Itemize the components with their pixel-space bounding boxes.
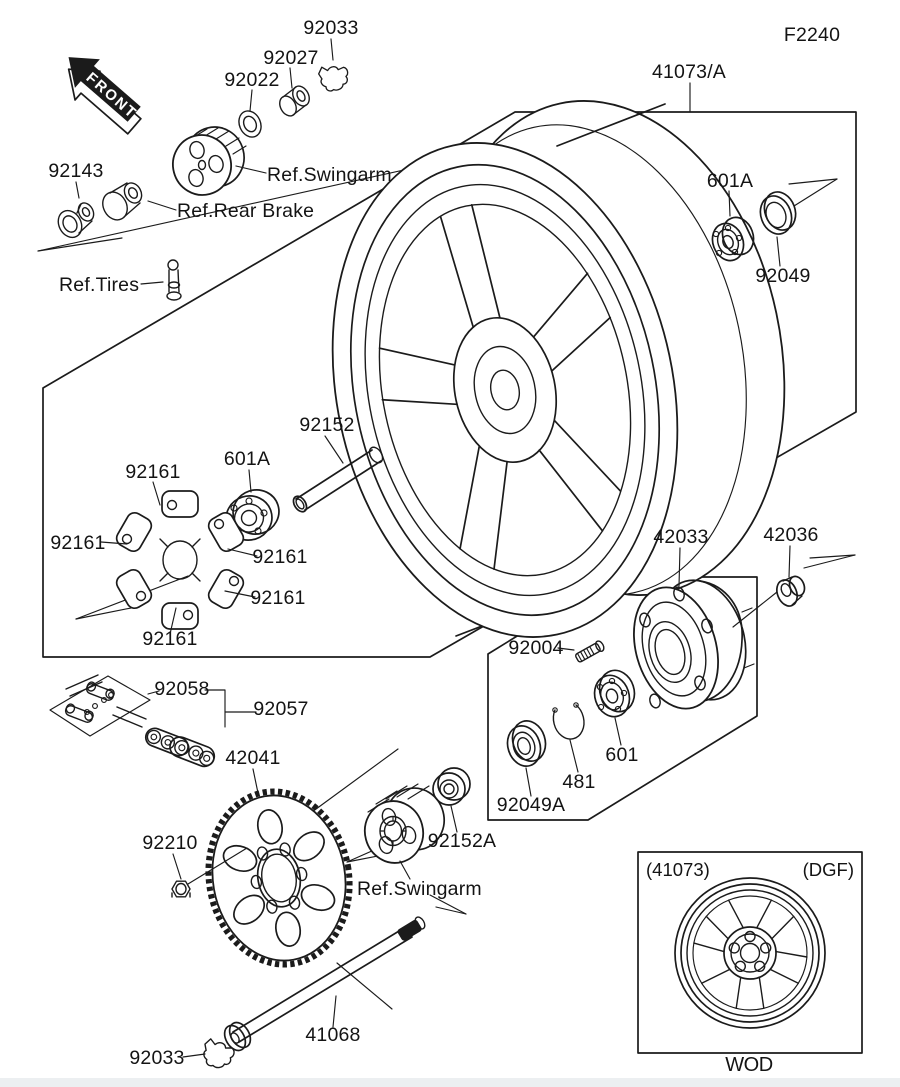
front-arrow-label: FRONT	[83, 69, 141, 122]
label-92161-bottom: 92161	[142, 628, 197, 650]
rear-wheel-drawing	[331, 100, 786, 638]
wheel-spokes	[378, 204, 622, 571]
label-42041: 42041	[225, 747, 280, 769]
part-92022-washer	[238, 110, 262, 138]
label-92161-left: 92161	[50, 532, 105, 554]
label-42036: 42036	[763, 524, 818, 546]
part-601-bearing	[593, 669, 636, 718]
wheel-group-box	[42, 111, 857, 658]
inset-model-label: (41073)	[646, 859, 710, 880]
inset-wheel-front-view	[674, 877, 826, 1029]
label-92022: 92022	[224, 69, 279, 91]
part-92210-nut	[171, 880, 191, 898]
label-41068: 41068	[305, 1024, 360, 1046]
part-92152a-roller	[432, 767, 471, 806]
label-92058: 92058	[154, 678, 209, 700]
label-92210: 92210	[142, 832, 197, 854]
part-481-circlip	[552, 702, 585, 740]
label-481: 481	[562, 771, 595, 793]
part-92049a-seal	[506, 720, 547, 767]
leader-lines	[75, 38, 791, 1058]
part-tire-valve	[166, 259, 182, 301]
label-41073a: 41073/A	[652, 61, 726, 83]
part-92004-stud	[575, 640, 605, 663]
label-92057: 92057	[253, 698, 308, 720]
part-swingarm-adjuster-cam	[172, 126, 247, 196]
label-601a-right: 601A	[707, 170, 753, 192]
label-92049: 92049	[755, 265, 810, 287]
label-ref-swingarm-bottom: Ref.Swingarm	[357, 878, 482, 900]
part-92027-collar	[279, 85, 310, 117]
part-92033-clip-top	[318, 66, 349, 92]
part-42041-sprocket	[205, 788, 353, 968]
assembly-group-boxes	[42, 111, 863, 1054]
page-code: F2240	[784, 24, 840, 46]
part-92049-seal	[759, 191, 797, 235]
axis-lines	[37, 157, 778, 1010]
label-ref-tires: Ref.Tires	[59, 274, 139, 296]
label-92143: 92143	[48, 160, 103, 182]
part-92161-damper-set	[115, 490, 245, 630]
label-92033-top: 92033	[303, 17, 358, 39]
label-601: 601	[605, 744, 638, 766]
hub-group-box	[487, 576, 758, 821]
part-92152-collar	[292, 446, 384, 513]
label-92004: 92004	[508, 637, 563, 659]
label-601a-mid: 601A	[224, 448, 270, 470]
part-41068-axle	[223, 916, 426, 1052]
inset-box	[637, 851, 863, 1054]
label-92161-lowright: 92161	[250, 587, 305, 609]
inset-variant-label: (DGF)	[803, 859, 854, 880]
label-42033: 42033	[653, 526, 708, 548]
label-92049a: 92049A	[497, 794, 565, 816]
masterlink-box	[49, 675, 151, 737]
part-92033-clip-bottom	[203, 1038, 235, 1069]
part-42033-hub	[633, 579, 755, 710]
part-swingarm-cush-housing	[363, 783, 445, 864]
part-92057-chain	[112, 706, 216, 768]
label-92027: 92027	[263, 47, 318, 69]
part-92143-collar	[57, 202, 95, 239]
label-92161-right: 92161	[252, 546, 307, 568]
pointer-arrows	[429, 178, 856, 915]
screenshot-bottom-edge	[0, 1078, 900, 1087]
part-601a-bearing-right	[711, 216, 755, 262]
part-92058-master-link	[64, 674, 115, 723]
label-92033-bottom: 92033	[129, 1047, 184, 1069]
front-arrow: FRONT	[67, 57, 142, 135]
label-92152a: 92152A	[428, 830, 496, 852]
label-92152: 92152	[299, 414, 354, 436]
labels: F2240 41073/A 92033 92027 92022 Ref.Swin…	[48, 17, 854, 1076]
label-92161-top: 92161	[125, 461, 180, 483]
label-ref-swingarm-top: Ref.Swingarm	[267, 164, 392, 186]
label-ref-rear-brake: Ref.Rear Brake	[177, 200, 314, 222]
part-rear-brake-bushing	[102, 182, 143, 221]
part-42036-cap	[775, 575, 806, 607]
inset-caption: WOD	[725, 1054, 772, 1076]
